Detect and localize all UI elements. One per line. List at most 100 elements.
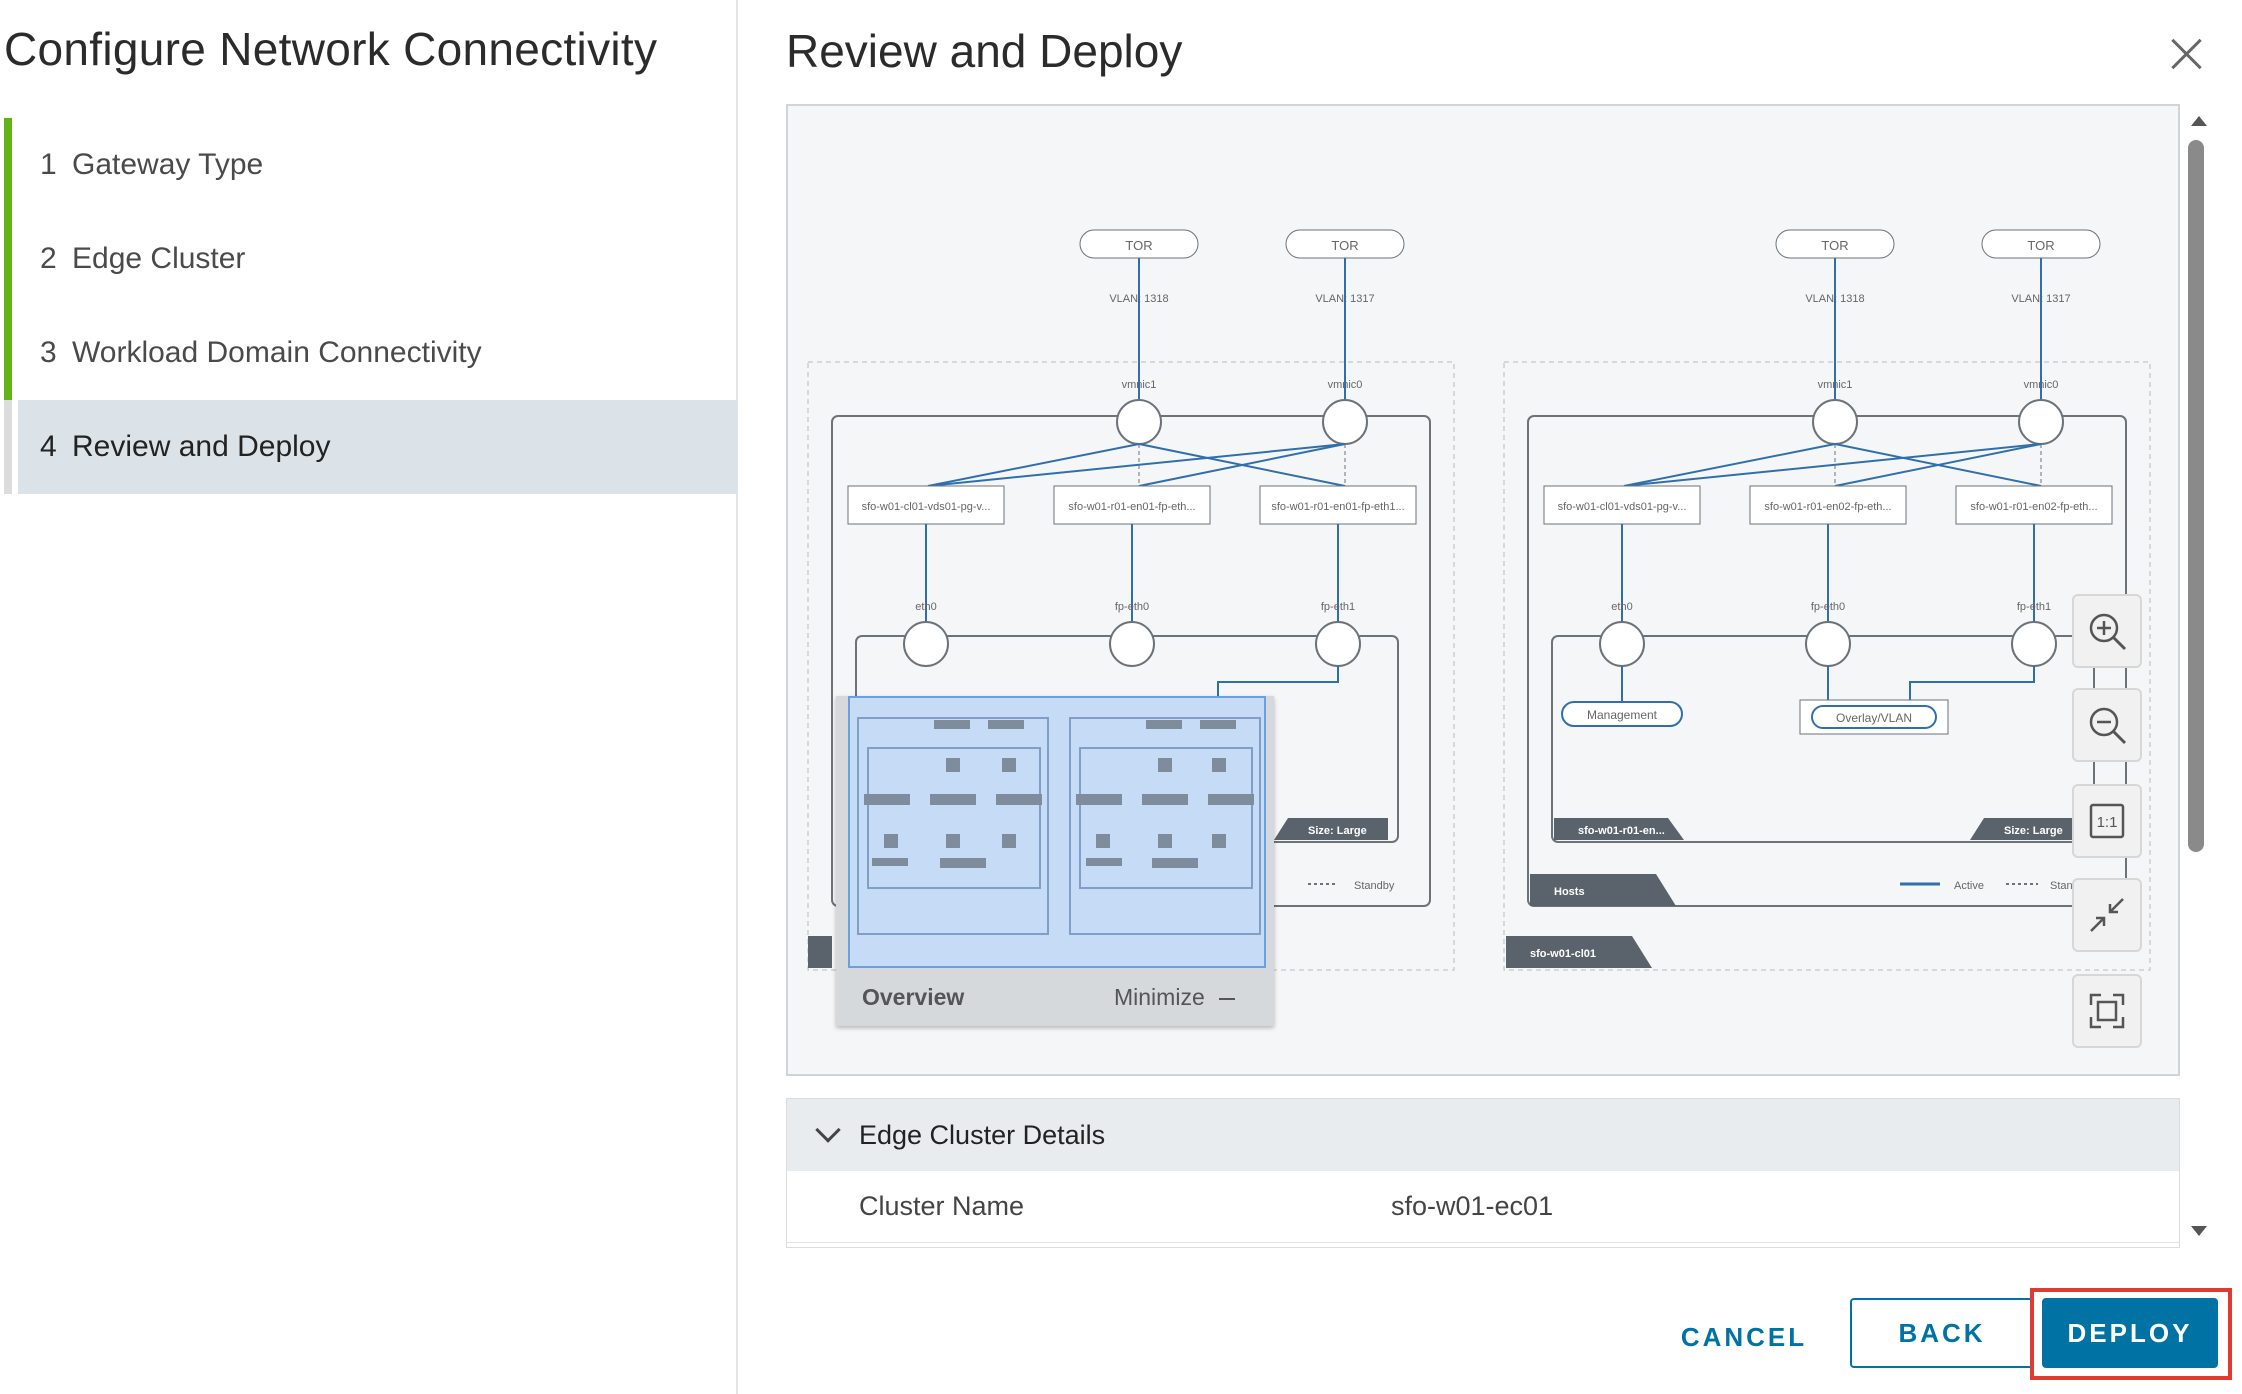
step-number: 1 bbox=[40, 148, 57, 181]
details-section-header[interactable]: Edge Cluster Details bbox=[787, 1099, 2179, 1171]
nic-port-icon[interactable] bbox=[2011, 621, 2057, 667]
nic-port-icon[interactable] bbox=[1116, 399, 1162, 445]
legend-standby: Standby bbox=[1354, 880, 1395, 892]
collapse-icon bbox=[2090, 898, 2124, 932]
wizard-sidebar: Configure Network Connectivity 1 Gateway… bbox=[0, 0, 738, 1394]
interface-label: fp-eth0 bbox=[1811, 601, 1845, 613]
nic-port-icon[interactable] bbox=[2018, 399, 2064, 445]
legend-standby: Stand bbox=[2050, 880, 2079, 892]
step-workload-domain-connectivity[interactable]: 3 Workload Domain Connectivity bbox=[0, 306, 738, 400]
scroll-down-arrow-icon[interactable] bbox=[2191, 1226, 2207, 1236]
fit-to-screen-button[interactable] bbox=[2072, 974, 2142, 1048]
vlan-label: VLAN: 1317 bbox=[1315, 293, 1374, 305]
tor-label: TOR bbox=[1125, 238, 1152, 253]
interface-label: eth0 bbox=[915, 601, 936, 613]
legend-active: Active bbox=[1954, 880, 1984, 892]
step-review-and-deploy[interactable]: 4 Review and Deploy bbox=[4, 400, 738, 494]
cluster-tag bbox=[808, 936, 832, 968]
scroll-thumb[interactable] bbox=[2188, 140, 2204, 852]
deploy-highlight-frame bbox=[2030, 1288, 2232, 1380]
cluster-label: sfo-w01-cl01 bbox=[1530, 948, 1596, 960]
portgroup-label: sfo-w01-r01-en02-fp-eth... bbox=[1970, 501, 2097, 513]
tor-label: TOR bbox=[1331, 238, 1358, 253]
fit-to-screen-icon bbox=[2089, 993, 2125, 1029]
hosts-label: Hosts bbox=[1554, 886, 1585, 898]
back-button[interactable]: BACK bbox=[1850, 1298, 2034, 1368]
interface-label: fp-eth1 bbox=[1321, 601, 1355, 613]
scroll-up-arrow-icon[interactable] bbox=[2191, 116, 2207, 126]
close-icon[interactable] bbox=[2168, 36, 2204, 72]
portgroup-node[interactable] bbox=[847, 485, 1005, 525]
edge-node-label: sfo-w01-r01-en... bbox=[1578, 825, 1665, 837]
details-key: Cluster Name bbox=[859, 1191, 1025, 1221]
vmnic-label: vmnic0 bbox=[2024, 379, 2059, 391]
details-value: sfo-w01-ec01 bbox=[1391, 1191, 1554, 1221]
overview-label: Overview bbox=[862, 984, 965, 1010]
deploy-button[interactable]: DEPLOY bbox=[2042, 1298, 2218, 1368]
overlay-network-node[interactable] bbox=[1811, 705, 1937, 729]
size-label: Size: Large bbox=[2004, 825, 2063, 837]
portgroup-label: sfo-w01-r01-en01-fp-eth1... bbox=[1271, 501, 1404, 513]
nic-port-icon[interactable] bbox=[1109, 621, 1155, 667]
nic-port-icon[interactable] bbox=[1805, 621, 1851, 667]
chevron-down-icon bbox=[815, 1117, 841, 1143]
vlan-label: VLAN: 1317 bbox=[2011, 293, 2070, 305]
step-completed-indicator bbox=[4, 212, 12, 306]
wizard-title: Configure Network Connectivity bbox=[4, 23, 658, 75]
portgroup-label: sfo-w01-cl01-vds01-pg-v... bbox=[1558, 501, 1687, 513]
step-number: 4 bbox=[40, 430, 57, 463]
wizard-steps: 1 Gateway Type 2 Edge Cluster 3 Workload… bbox=[0, 118, 738, 494]
vmnic-label: vmnic0 bbox=[1328, 379, 1363, 391]
nic-port-icon[interactable] bbox=[1322, 399, 1368, 445]
vmnic-label: vmnic1 bbox=[1122, 379, 1157, 391]
step-gateway-type[interactable]: 1 Gateway Type bbox=[0, 118, 738, 212]
interface-label: fp-eth0 bbox=[1115, 601, 1149, 613]
overview-minimap[interactable]: Overview Minimize bbox=[836, 696, 1274, 1026]
portgroup-node[interactable] bbox=[1259, 485, 1417, 525]
portgroup-label: sfo-w01-cl01-vds01-pg-v... bbox=[862, 501, 991, 513]
step-number: 2 bbox=[40, 242, 57, 275]
zoom-in-button[interactable] bbox=[2072, 594, 2142, 668]
nic-port-icon[interactable] bbox=[1599, 621, 1645, 667]
cancel-button[interactable]: CANCEL bbox=[1680, 1321, 1808, 1352]
size-tag bbox=[1274, 818, 1388, 840]
nic-port-icon[interactable] bbox=[1315, 621, 1361, 667]
vlan-label: VLAN: 1318 bbox=[1109, 293, 1168, 305]
interface-label: eth0 bbox=[1611, 601, 1632, 613]
size-label: Size: Large bbox=[1308, 825, 1367, 837]
minimize-button[interactable]: Minimize bbox=[1114, 984, 1235, 1011]
cluster-tag[interactable] bbox=[1506, 936, 1652, 968]
zoom-in-icon bbox=[2089, 613, 2127, 651]
actual-size-button[interactable]: 1:1 bbox=[2072, 784, 2142, 858]
tor-label: TOR bbox=[2027, 238, 2054, 253]
collapse-button[interactable] bbox=[2072, 878, 2142, 952]
edge-cluster-details: Edge Cluster Details Cluster Name sfo-w0… bbox=[786, 1098, 2180, 1248]
overview-viewport[interactable] bbox=[848, 696, 1266, 968]
portgroup-node[interactable] bbox=[1955, 485, 2113, 525]
hosts-tag[interactable] bbox=[1530, 874, 1676, 906]
step-completed-indicator bbox=[4, 306, 12, 400]
management-network-node[interactable] bbox=[1561, 701, 1683, 727]
actual-size-label: 1:1 bbox=[2097, 814, 2118, 831]
nic-port-icon[interactable] bbox=[1812, 399, 1858, 445]
step-edge-cluster[interactable]: 2 Edge Cluster bbox=[0, 212, 738, 306]
step-current-indicator bbox=[4, 400, 12, 494]
interface-label: fp-eth1 bbox=[2017, 601, 2051, 613]
portgroup-node[interactable] bbox=[1543, 485, 1701, 525]
zoom-out-button[interactable] bbox=[2072, 688, 2142, 762]
step-completed-indicator bbox=[4, 118, 12, 212]
edge-node-tag[interactable] bbox=[1554, 818, 1684, 840]
step-label: Review and Deploy bbox=[72, 430, 331, 463]
vlan-label: VLAN: 1318 bbox=[1805, 293, 1864, 305]
overview-thumbnail bbox=[857, 717, 1261, 935]
portgroup-node[interactable] bbox=[1749, 485, 1907, 525]
step-number: 3 bbox=[40, 336, 57, 369]
vmnic-label: vmnic1 bbox=[1818, 379, 1853, 391]
nic-port-icon[interactable] bbox=[903, 621, 949, 667]
zoom-out-icon bbox=[2089, 707, 2127, 745]
details-row: Cluster Name sfo-w01-ec01 bbox=[787, 1171, 2179, 1243]
portgroup-label: sfo-w01-r01-en02-fp-eth... bbox=[1764, 501, 1891, 513]
page-title: Review and Deploy bbox=[786, 25, 1183, 77]
portgroup-node[interactable] bbox=[1053, 485, 1211, 525]
